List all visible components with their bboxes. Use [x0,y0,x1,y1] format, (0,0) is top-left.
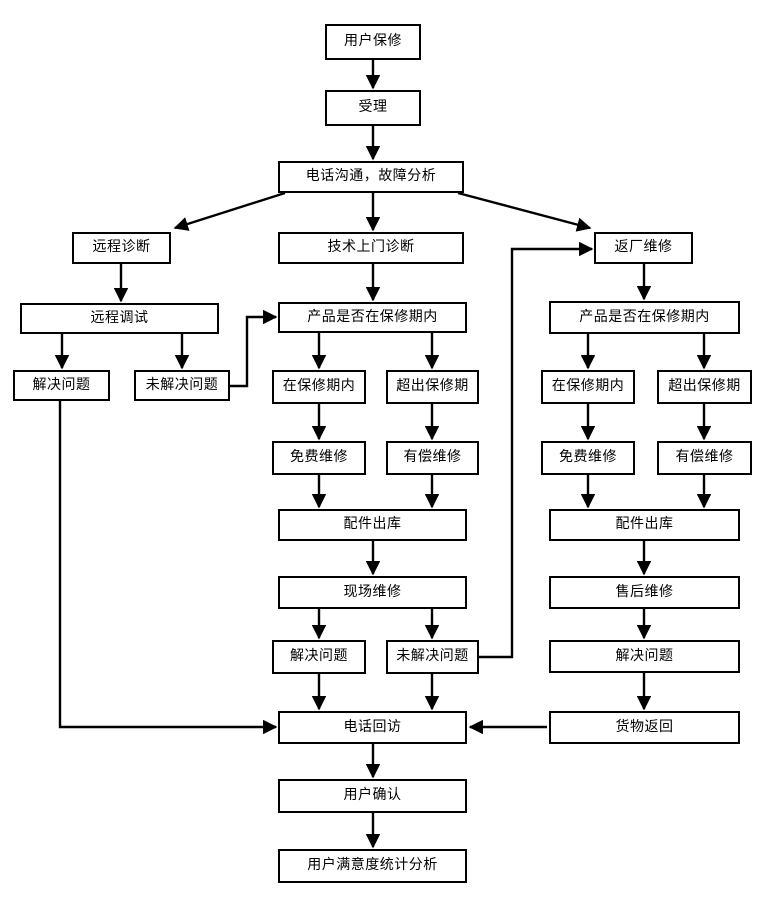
node-label: 配件出库 [615,516,674,533]
node-within-warranty-middle[interactable]: 在保修期内 [272,370,366,404]
node-problem-solved-right[interactable]: 解决问题 [549,640,740,673]
node-label: 免费维修 [290,449,348,466]
node-label: 解决问题 [615,647,674,664]
node-label: 产品是否在保修期内 [307,308,438,325]
node-label: 用户确认 [343,787,402,804]
node-label: 有偿维修 [403,449,462,466]
node-label: 远程调试 [90,309,149,326]
node-remote-diagnosis[interactable]: 远程诊断 [72,232,171,264]
node-label: 电话回访 [343,718,402,735]
node-label: 远程诊断 [92,239,151,256]
node-out-of-warranty-middle[interactable]: 超出保修期 [386,370,479,404]
node-warranty-check-middle[interactable]: 产品是否在保修期内 [278,302,467,333]
node-label: 受理 [358,99,388,116]
node-after-sales-repair[interactable]: 售后维修 [549,576,740,609]
node-problem-unsolved-left[interactable]: 未解决问题 [134,370,230,401]
node-out-of-warranty-right[interactable]: 超出保修期 [657,370,752,404]
node-label: 未解决问题 [396,648,469,665]
node-problem-solved-middle[interactable]: 解决问题 [272,640,366,674]
node-goods-return[interactable]: 货物返回 [549,711,740,744]
node-satisfaction-statistics-analysis[interactable]: 用户满意度统计分析 [278,849,467,883]
node-phone-communication-fault-analysis[interactable]: 电话沟通，故障分析 [278,161,464,193]
node-label: 售后维修 [615,583,674,600]
node-label: 现场维修 [343,583,402,600]
node-onsite-technical-diagnosis[interactable]: 技术上门诊断 [278,232,464,264]
node-problem-unsolved-middle[interactable]: 未解决问题 [386,640,479,674]
node-parts-outbound-right[interactable]: 配件出库 [549,509,740,541]
edge-n10-n27 [58,401,278,735]
edge-n11-n8 [230,309,278,388]
node-label: 未解决问题 [145,376,219,393]
node-free-repair-middle[interactable]: 免费维修 [272,441,366,475]
node-label: 用户保修 [344,33,402,50]
node-user-confirmation[interactable]: 用户确认 [278,779,467,813]
node-warranty-check-right[interactable]: 产品是否在保修期内 [549,301,740,334]
node-label: 在保修期内 [282,378,356,395]
node-label: 免费维修 [559,449,617,466]
edge-n3-n6 [457,191,592,232]
node-label: 货物返回 [615,718,674,735]
node-label: 解决问题 [32,376,91,393]
node-label: 电话沟通，故障分析 [305,168,437,185]
node-within-warranty-right[interactable]: 在保修期内 [541,370,635,404]
node-parts-outbound-middle[interactable]: 配件出库 [278,509,467,541]
node-factory-return-repair[interactable]: 返厂维修 [594,232,693,264]
edge-n3-n4 [173,191,286,231]
node-label: 在保修期内 [551,378,625,395]
node-label: 解决问题 [290,648,348,665]
node-label: 产品是否在保修期内 [579,308,710,325]
node-label: 超出保修期 [396,378,469,395]
node-label: 有偿维修 [675,449,734,466]
node-label: 超出保修期 [668,378,741,395]
node-label: 返厂维修 [614,239,673,256]
node-free-repair-right[interactable]: 免费维修 [541,441,635,475]
node-paid-repair-right[interactable]: 有偿维修 [657,441,752,475]
node-label: 配件出库 [343,516,402,533]
node-phone-follow-up[interactable]: 电话回访 [278,711,467,744]
node-problem-solved-left[interactable]: 解决问题 [13,370,110,401]
node-paid-repair-middle[interactable]: 有偿维修 [386,441,479,475]
node-remote-debugging[interactable]: 远程调试 [20,303,219,334]
node-acceptance[interactable]: 受理 [325,90,421,126]
node-user-warranty-request[interactable]: 用户保修 [325,24,421,60]
node-label: 技术上门诊断 [327,239,415,256]
node-onsite-repair[interactable]: 现场维修 [278,576,467,609]
node-label: 用户满意度统计分析 [307,857,438,874]
